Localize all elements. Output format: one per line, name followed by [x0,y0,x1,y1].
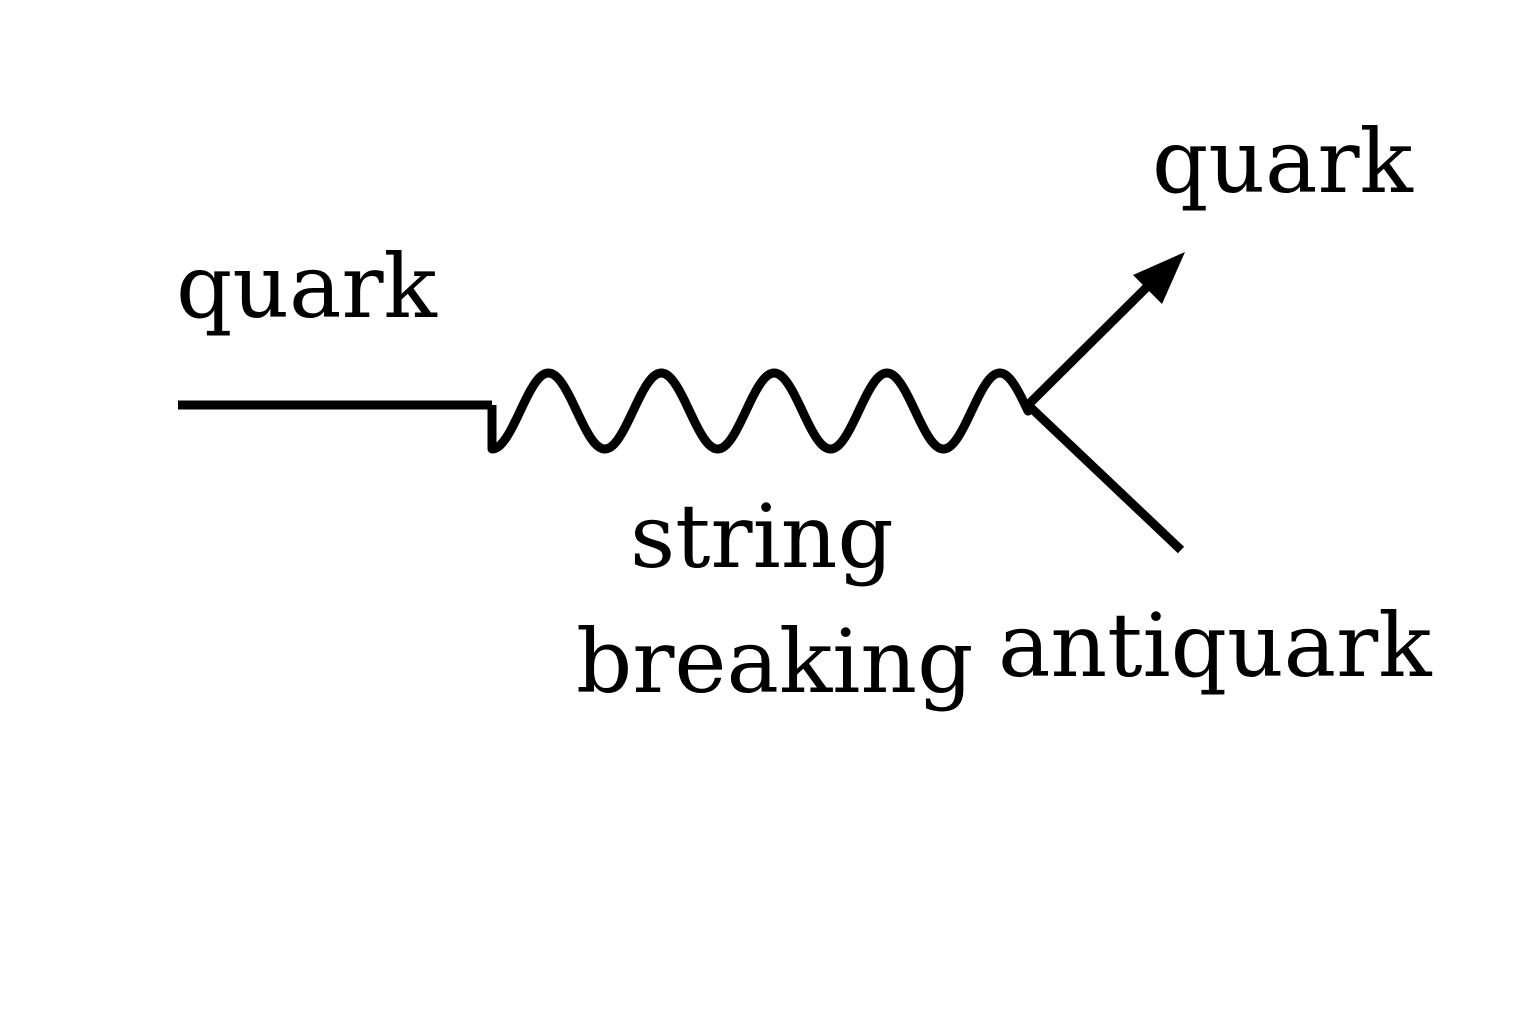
incoming-quark-label: quark [176,235,438,338]
outgoing-quark-arrowhead [1133,252,1185,304]
string-wave [487,368,1033,454]
string-breaking-label-line1: string [630,485,894,588]
outgoing-quark-label: quark [1152,110,1414,213]
antiquark-line [1024,401,1185,554]
antiquark-label: antiquark [998,594,1432,697]
string-breaking-label-line2: breaking [576,610,973,713]
outgoing-quark-line [1024,280,1154,409]
